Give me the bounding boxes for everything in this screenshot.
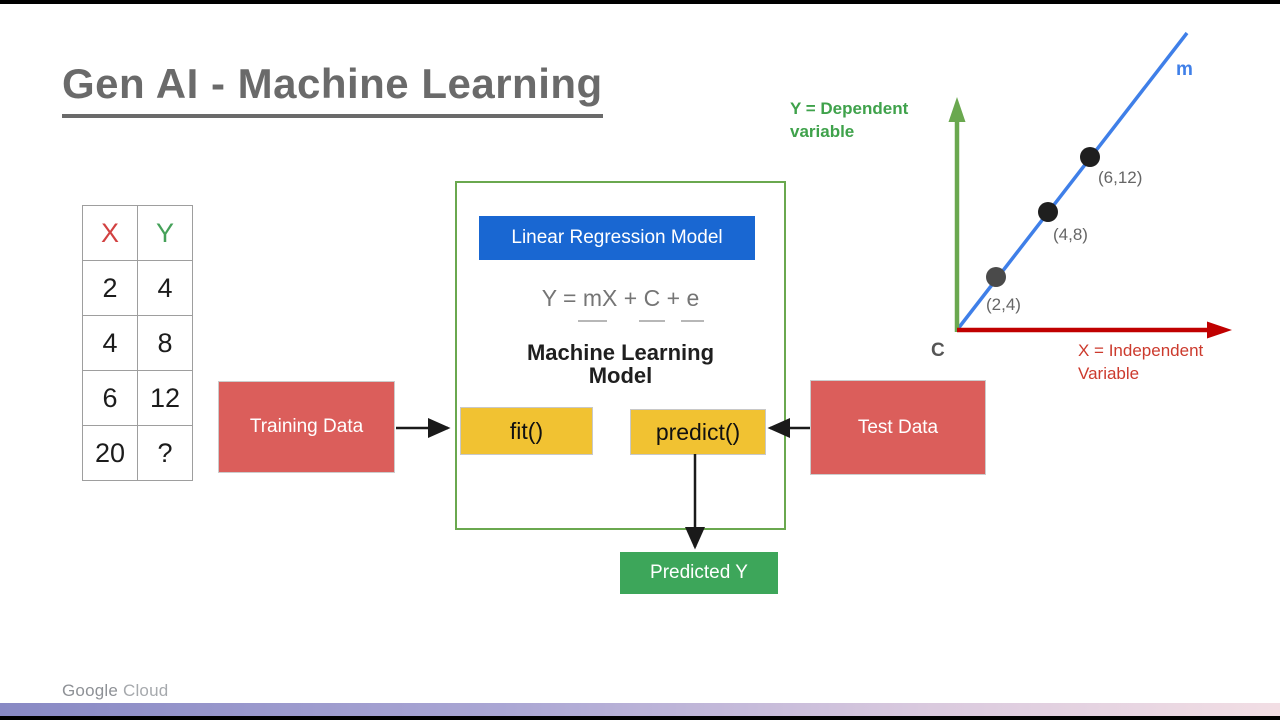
cell-x: 2	[82, 260, 138, 316]
table-row: 2 4	[82, 260, 193, 316]
cell-y: 12	[137, 370, 193, 426]
formula-error-term: e	[681, 285, 705, 322]
cell-x: 20	[82, 425, 138, 481]
table-row: 6 12	[82, 370, 193, 426]
regression-formula: Y = mX + C + e	[457, 285, 784, 322]
table-row: 4 8	[82, 315, 193, 371]
fit-function-box: fit()	[460, 407, 593, 455]
cell-x: 6	[82, 370, 138, 426]
data-point-4-8	[1038, 202, 1058, 222]
formula-pre: Y =	[541, 285, 583, 311]
xy-data-table: X Y 2 4 4 8 6 12 20 ?	[82, 205, 193, 481]
cell-y: 4	[137, 260, 193, 316]
data-point-2-4	[986, 267, 1006, 287]
machine-learning-model-label: Machine Learning Model	[526, 340, 715, 389]
cell-x: 4	[82, 315, 138, 371]
page-title: Gen AI - Machine Learning	[62, 60, 603, 118]
letterbox-top	[0, 0, 1280, 4]
point-label-6-12: (6,12)	[1098, 168, 1142, 187]
formula-plus1: +	[617, 285, 644, 311]
letterbox-bottom	[0, 716, 1280, 720]
cell-y: 8	[137, 315, 193, 371]
linear-regression-header: Linear Regression Model	[479, 216, 755, 260]
x-axis-arrowhead	[1207, 321, 1232, 339]
slope-label-m: m	[1176, 59, 1193, 80]
data-point-6-12	[1080, 147, 1100, 167]
x-axis-label: X = Independent Variable	[1078, 341, 1204, 383]
predicted-y-box: Predicted Y	[620, 552, 778, 594]
table-row: 20 ?	[82, 425, 193, 481]
cell-y: ?	[137, 425, 193, 481]
formula-x-term: X	[602, 285, 618, 311]
table-header-y: Y	[137, 205, 193, 261]
model-container: Linear Regression Model Y = mX + C + e M…	[455, 181, 786, 530]
table-header-row: X Y	[82, 205, 193, 261]
formula-plus2: +	[660, 285, 687, 311]
y-axis-label: Y = Dependent variable	[790, 99, 909, 141]
brand-google: Google	[62, 681, 119, 700]
test-data-box: Test Data	[810, 380, 986, 475]
point-label-4-8: (4,8)	[1053, 225, 1088, 244]
brand-cloud: Cloud	[122, 681, 169, 700]
footer-gradient-bar	[0, 703, 1280, 716]
regression-graph: (2,4) (4,8) (6,12) m C	[931, 31, 1232, 361]
point-label-2-4: (2,4)	[986, 295, 1021, 314]
predict-function-box: predict()	[630, 409, 766, 455]
y-axis-arrowhead	[948, 97, 966, 122]
formula-slope-term: m	[577, 285, 608, 322]
google-cloud-logo: Google Cloud	[62, 681, 168, 701]
table-header-x: X	[82, 205, 138, 261]
intercept-label-c: C	[931, 340, 945, 361]
formula-intercept-term: C	[638, 285, 666, 322]
training-data-box: Training Data	[218, 381, 395, 473]
